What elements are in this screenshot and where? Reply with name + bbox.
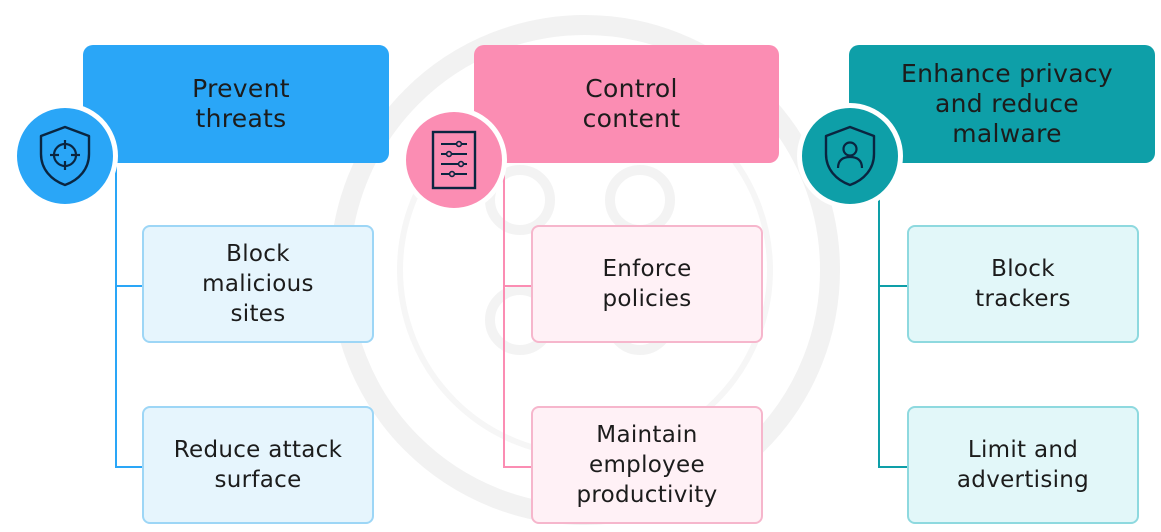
document-sliders-icon [431,130,477,190]
connector-vertical [115,150,117,468]
column-header: Enhance privacy and reduce malware [849,45,1155,163]
connector-branch [503,285,531,287]
column-control-content: Control content Enforce policies Maintai… [390,0,780,532]
connector-branch [115,466,143,468]
icon-badge [797,103,903,209]
connector-vertical [503,150,505,468]
column-title: Control content [582,74,681,133]
column-title: Enhance privacy and reduce malware [901,59,1113,148]
column-header: Prevent threats [83,45,389,163]
card-reduce-attack-surface: Reduce attack surface [142,406,374,524]
connector-branch [115,285,143,287]
column-prevent-threats: Prevent threats Block malicious sites Re… [0,0,390,532]
connector-branch [878,466,908,468]
card-block-malicious-sites: Block malicious sites [142,225,374,343]
connector-branch [878,285,908,287]
card-maintain-employee-productivity: Maintain employee productivity [531,406,763,524]
connector-branch [503,466,531,468]
column-title: Prevent threats [192,74,290,133]
card-enforce-policies: Enforce policies [531,225,763,343]
connector-vertical [878,150,880,468]
card-block-trackers: Block trackers [907,225,1139,343]
card-limit-advertising: Limit and advertising [907,406,1139,524]
shield-crosshair-icon [39,125,91,187]
column-enhance-privacy: Enhance privacy and reduce malware Block… [780,0,1161,532]
column-header: Control content [474,45,779,163]
icon-badge [401,107,507,213]
icon-badge [12,103,118,209]
shield-person-icon [824,125,876,187]
